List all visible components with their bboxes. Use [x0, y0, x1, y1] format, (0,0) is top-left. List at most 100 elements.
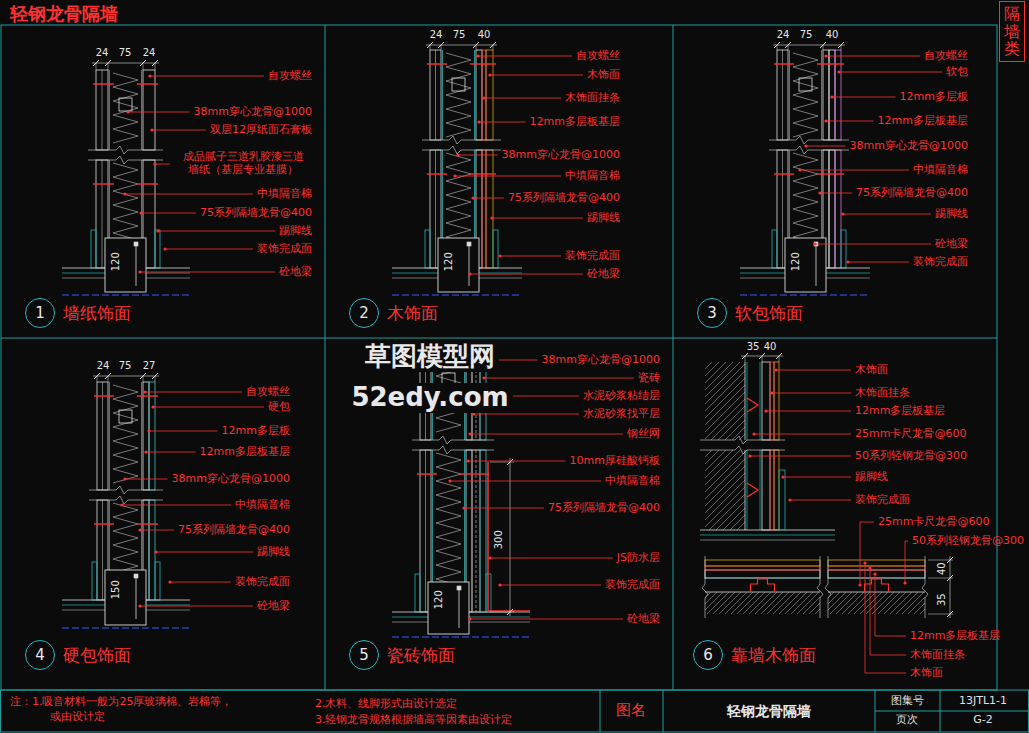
leader-line	[128, 112, 190, 113]
ground-line	[392, 294, 522, 295]
break-line	[89, 486, 163, 494]
title-block-text: 13JTL1-1	[959, 695, 1007, 708]
leader-line	[492, 218, 583, 219]
wall-face	[828, 592, 925, 593]
callout-label: 装饰完成面	[855, 494, 910, 507]
concrete-hatch	[914, 603, 925, 614]
skirting	[155, 562, 160, 600]
floor-beam	[785, 238, 826, 292]
leader-dot	[477, 120, 480, 123]
leader-line	[474, 414, 579, 415]
finish-layer	[829, 150, 835, 268]
concrete-hatch	[836, 592, 858, 614]
extension-line	[841, 45, 842, 50]
extension-line	[155, 376, 156, 382]
wall-face	[745, 362, 746, 440]
gypsum-board	[96, 70, 108, 150]
leader-line	[458, 155, 498, 156]
screw	[137, 83, 158, 84]
callout-label: 装饰完成面	[913, 256, 968, 269]
extension-line	[823, 45, 824, 50]
anchor-bolt	[459, 590, 460, 628]
skirting	[415, 574, 420, 612]
callout-label: 砼地梁	[587, 268, 620, 281]
leader-dot	[752, 432, 755, 435]
callout-label: 木饰面	[587, 69, 620, 82]
title-bar-frame	[1, 690, 1029, 732]
callout-label: 砼地梁	[627, 613, 660, 626]
concrete-hatch	[755, 592, 777, 614]
title-block-text: 图集号	[891, 695, 924, 708]
hanging-strip	[770, 450, 774, 530]
leader-dot	[482, 376, 485, 379]
concrete-hatch	[866, 592, 888, 614]
callout-label: 10mm厚硅酸钙板	[570, 455, 660, 468]
detail-title: 靠墙木饰面	[731, 644, 816, 667]
board-joint	[102, 70, 103, 150]
concrete-hatch	[779, 592, 801, 614]
callout-label: 木饰面挂条	[910, 649, 965, 662]
detail-title: 木饰面	[387, 302, 438, 325]
category-tab: 隔墙类	[999, 1, 1025, 62]
dimension-text: 120	[790, 252, 802, 271]
title-block-text: 页次	[896, 714, 918, 727]
watermark-text: 草图模型网	[361, 342, 499, 372]
floor-beam	[105, 238, 146, 292]
callout-label: 12mm多层板基层	[910, 630, 1000, 643]
plywood	[762, 450, 770, 530]
callout-label: 12mm多层板	[222, 425, 290, 438]
screw	[93, 83, 114, 84]
leader-dot	[139, 211, 142, 214]
leader-line	[149, 431, 218, 432]
leader-line	[839, 72, 942, 73]
anchor-bolt	[816, 246, 817, 286]
detail-title: 瓷砖饰面	[387, 644, 455, 667]
callout-label: 装饰完成面	[257, 243, 312, 256]
watermark-text: 52edy.com	[347, 383, 512, 413]
ground-line	[62, 294, 190, 295]
leader-dot	[837, 70, 840, 73]
title-block-line	[600, 690, 601, 732]
wood-veneer	[774, 450, 779, 530]
dimension-line	[773, 45, 845, 46]
dimension-text: 35	[747, 341, 760, 353]
callout-label: JS防水层	[617, 552, 660, 565]
floor-beam	[105, 570, 146, 625]
insulation	[113, 73, 138, 143]
steel-mesh	[476, 450, 477, 612]
hanging-strip	[828, 566, 925, 570]
concrete-hatch	[725, 592, 747, 614]
callout-label: 中填隔音棉	[235, 499, 290, 512]
leader-dot	[123, 192, 126, 195]
extension-line	[143, 376, 144, 382]
anchor-bolt	[467, 242, 471, 246]
screw	[94, 395, 114, 396]
callout-label: 软包	[946, 66, 968, 79]
leader-dot	[830, 95, 833, 98]
note-text: 注：1.吸音材料一般为25厚玻璃棉、岩棉等， 或由设计定	[10, 694, 260, 725]
extension-line	[493, 45, 494, 50]
leader-dot	[476, 54, 479, 57]
extension-line	[788, 45, 789, 50]
screw	[460, 473, 489, 474]
leader-line	[145, 392, 242, 393]
keel-clip	[747, 483, 758, 497]
board-joint	[435, 150, 436, 268]
insulation	[793, 53, 818, 137]
finish-layer	[149, 500, 155, 600]
skirting	[92, 562, 97, 600]
leader-line	[905, 541, 908, 583]
leader-line	[832, 97, 896, 98]
note-text: 2.木料、线脚形式由设计选定	[315, 698, 458, 711]
skirting	[425, 230, 430, 268]
dimension-text: 40	[764, 341, 777, 353]
screw	[137, 523, 158, 524]
wall-face	[705, 592, 820, 593]
leader-line	[122, 505, 231, 506]
screw	[470, 173, 496, 174]
plywood	[828, 570, 925, 578]
callout-label: 踢脚线	[257, 546, 290, 559]
callout-label: 75系列隔墙龙骨@400	[508, 192, 620, 205]
detail-callout: 5瓷砖饰面	[349, 640, 455, 670]
